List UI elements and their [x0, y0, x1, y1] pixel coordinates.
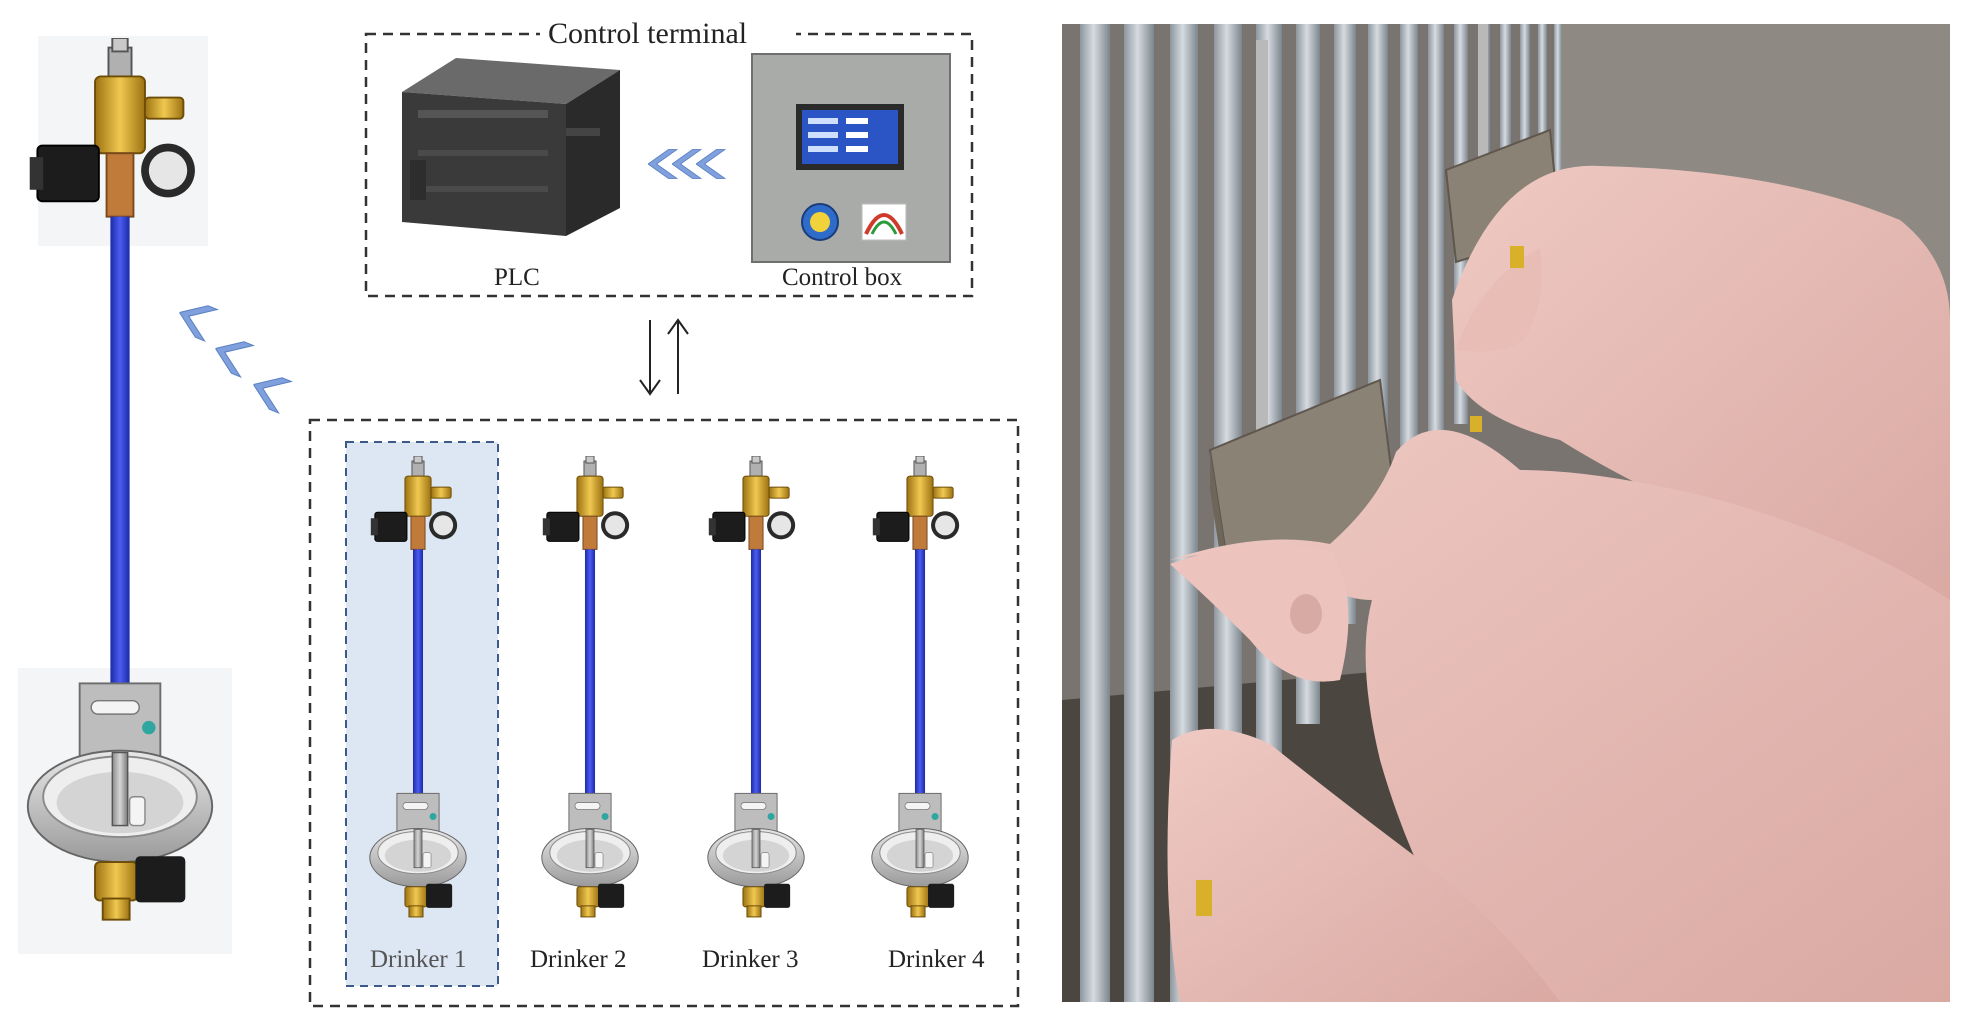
control-terminal-title: Control terminal: [548, 17, 748, 50]
drinker-1-label: Drinker 1: [370, 946, 467, 973]
control-box-illustration: [751, 53, 951, 263]
drinker-3-label: Drinker 3: [702, 946, 799, 973]
drinker-group-frame: [308, 418, 1020, 1008]
control-box-label: Control box: [782, 264, 903, 291]
drinker-2-illustration: [541, 456, 639, 918]
control-terminal-frame: [364, 32, 974, 298]
plc-illustration: [402, 58, 620, 236]
flow-arrow-left-icon: [648, 149, 726, 179]
drinker-4-label: Drinker 4: [888, 946, 985, 973]
drinker-3-illustration: [707, 456, 805, 918]
plc-label: PLC: [494, 264, 540, 291]
drinker-4-illustration: [871, 456, 969, 918]
bidirectional-arrow-icon: [639, 318, 689, 396]
pig-drinking-photo: [1062, 24, 1950, 1002]
large-drinker-illustration: [18, 36, 232, 954]
drinker-2-label: Drinker 2: [530, 946, 627, 973]
flow-arrow-diagonal-icon: [172, 296, 292, 414]
